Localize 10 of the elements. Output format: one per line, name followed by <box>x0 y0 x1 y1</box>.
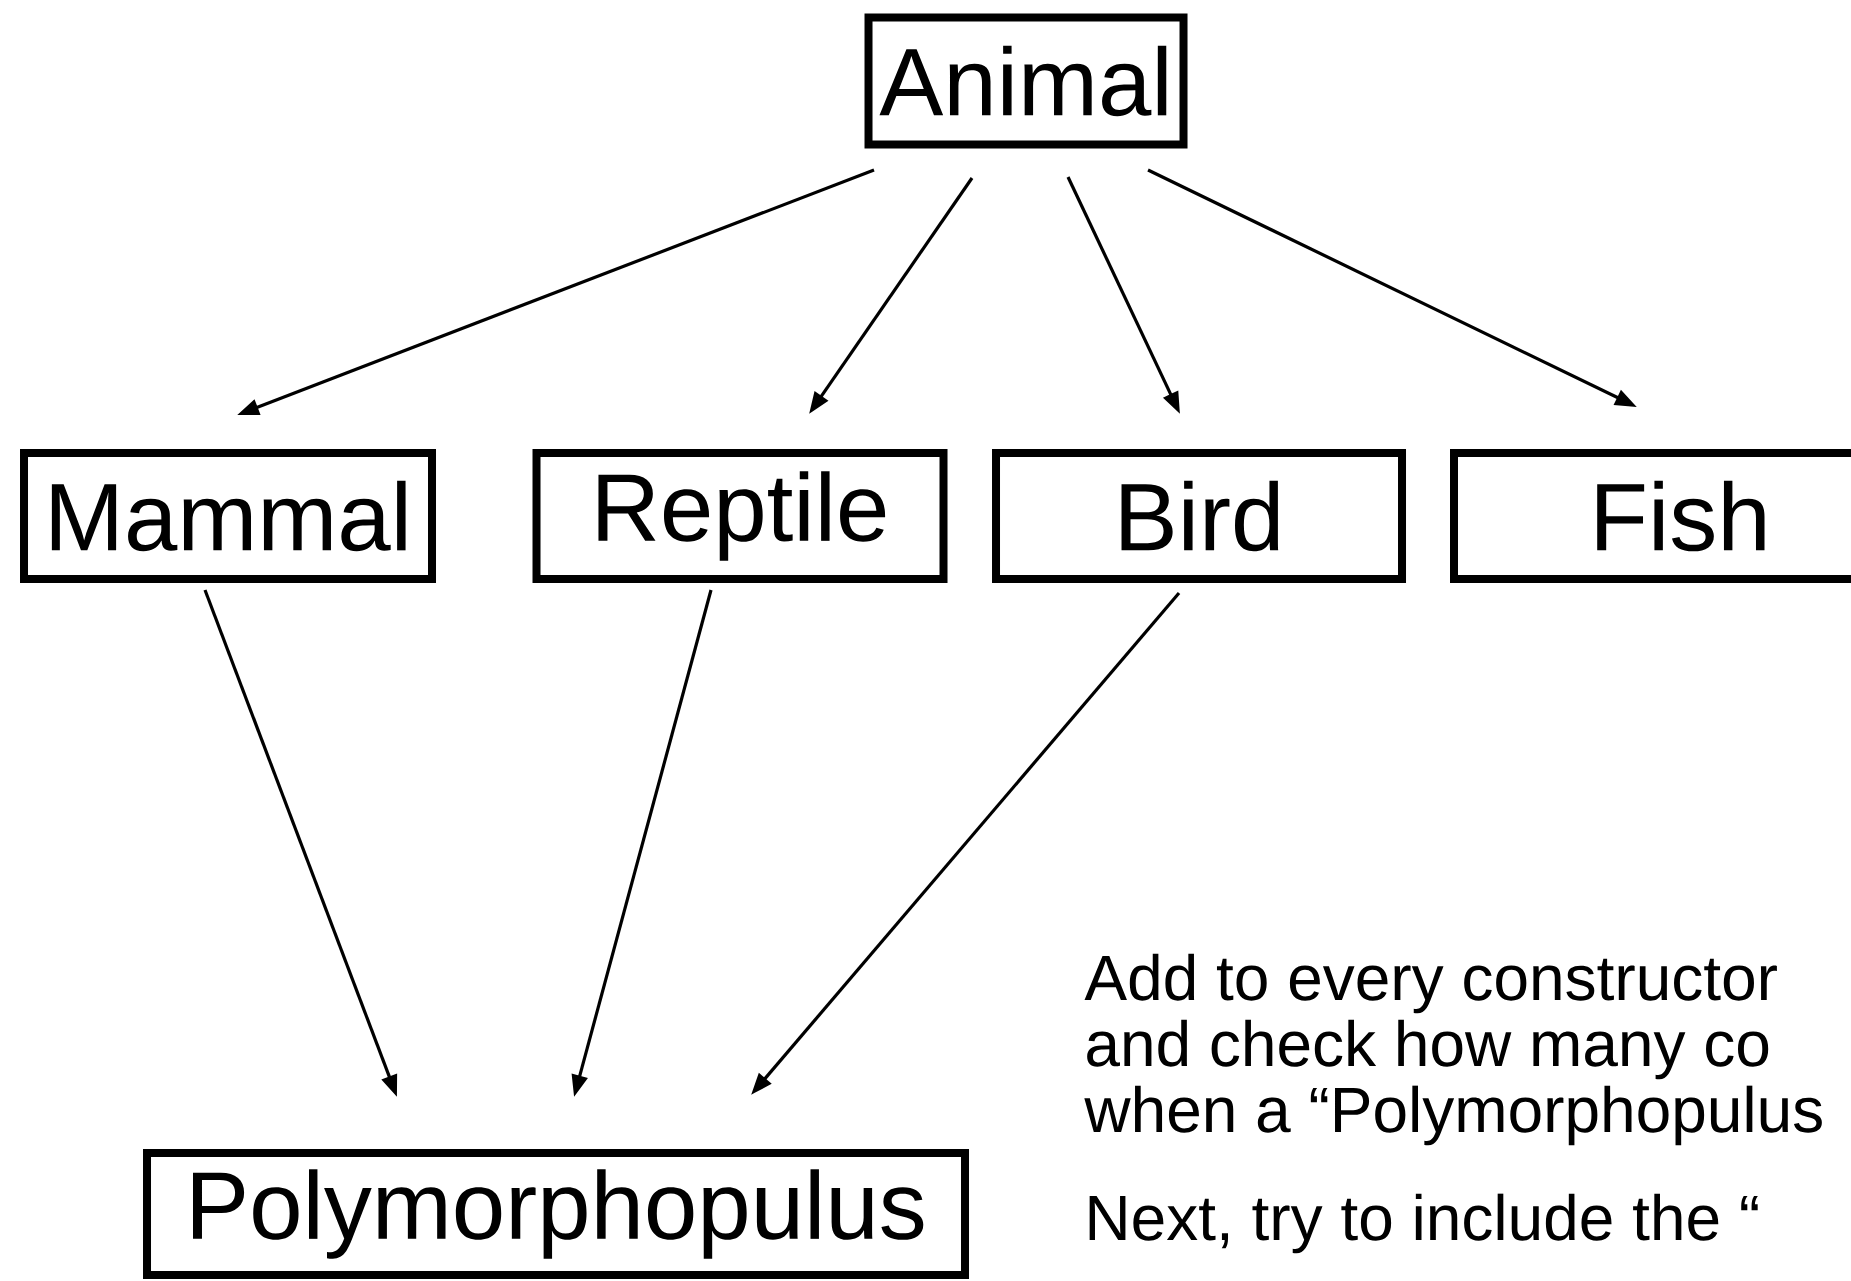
class-box: Mammal <box>20 449 436 583</box>
class-box: Fish <box>1450 449 1851 583</box>
class-box: Reptile <box>532 449 948 583</box>
note-text: and check how many co <box>1087 1019 1769 1080</box>
class-box: Bird <box>992 449 1406 583</box>
note-text: when a “Polymorphopulus <box>1084 1085 1822 1146</box>
note-text: Add to every constructor <box>1084 953 1777 1014</box>
class-box: Animal <box>864 13 1188 149</box>
class-box: Polymorphopulus <box>143 1149 969 1279</box>
note-text: Next, try to include the “ <box>1089 1193 1758 1254</box>
